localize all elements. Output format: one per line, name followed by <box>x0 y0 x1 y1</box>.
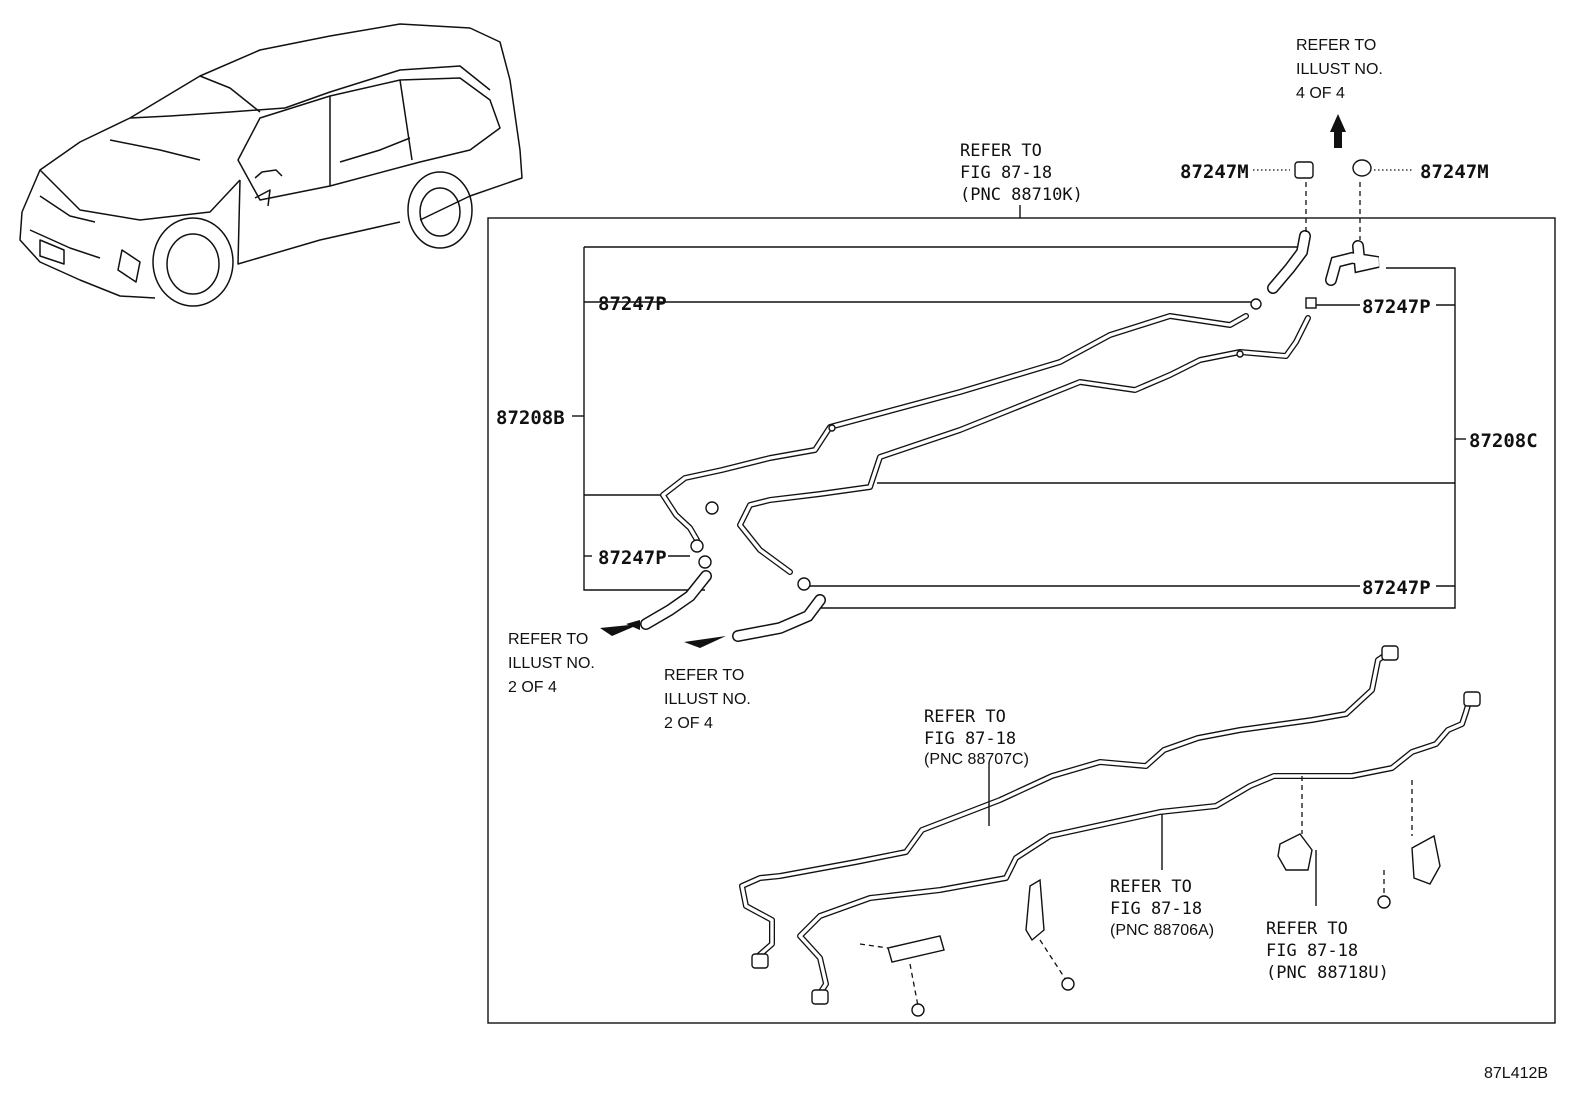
svg-text:REFER TO: REFER TO <box>1110 877 1192 897</box>
arrow-up-icon <box>1330 114 1346 148</box>
svg-text:2 OF 4: 2 OF 4 <box>508 679 557 696</box>
ref-left-2: REFER TO ILLUST NO. 2 OF 4 <box>664 667 751 732</box>
svg-text:FIG 87-18: FIG 87-18 <box>1266 941 1358 961</box>
ref-bottom-3: REFER TO FIG 87-18 (PNC 88718U) <box>1266 919 1389 983</box>
diagram-frame <box>487 217 1556 1024</box>
callout-87208b: 87208B <box>496 407 565 429</box>
lower-pipe-assembly <box>739 645 1481 1017</box>
svg-text:REFER TO: REFER TO <box>1266 919 1348 939</box>
ref-left-1: REFER TO ILLUST NO. 2 OF 4 <box>508 631 595 696</box>
svg-text:ILLUST NO.: ILLUST NO. <box>508 655 595 672</box>
clamp-87247m <box>1253 159 1412 240</box>
svg-text:4 OF 4: 4 OF 4 <box>1296 85 1345 102</box>
svg-text:(PNC 88710K): (PNC 88710K) <box>960 185 1083 205</box>
upper-pipe-assembly <box>640 230 1380 642</box>
ref-top-center: REFER TO FIG 87-18 (PNC 88710K) <box>960 141 1083 205</box>
svg-text:FIG 87-18: FIG 87-18 <box>924 729 1016 749</box>
svg-text:(PNC 88707C): (PNC 88707C) <box>924 751 1029 768</box>
svg-text:(PNC 88718U): (PNC 88718U) <box>1266 963 1389 983</box>
svg-text:2 OF 4: 2 OF 4 <box>664 715 713 732</box>
vehicle-illustration <box>19 23 523 307</box>
ref-bottom-1: REFER TO FIG 87-18 (PNC 88707C) <box>924 707 1029 768</box>
callout-87208c: 87208C <box>1469 430 1538 452</box>
svg-text:(PNC 88706A): (PNC 88706A) <box>1110 922 1214 939</box>
callout-87247p-top-left: 87247P <box>598 293 667 315</box>
bracket-87208c <box>808 267 1466 609</box>
callout-87247p-mid-right: 87247P <box>1362 577 1431 599</box>
callout-87247m-right: 87247M <box>1420 161 1489 183</box>
svg-text:REFER TO: REFER TO <box>1296 37 1376 54</box>
arrow-left-icon <box>684 636 726 648</box>
svg-text:REFER TO: REFER TO <box>508 631 588 648</box>
illustration-code: 87L412B <box>1484 1065 1548 1082</box>
callout-87247p-top-right: 87247P <box>1362 296 1431 318</box>
svg-text:ILLUST NO.: ILLUST NO. <box>1296 61 1383 78</box>
arrow-left-icon <box>600 624 640 636</box>
svg-text:REFER TO: REFER TO <box>924 707 1006 727</box>
svg-text:FIG 87-18: FIG 87-18 <box>1110 899 1202 919</box>
ref-bottom-2: REFER TO FIG 87-18 (PNC 88706A) <box>1110 877 1214 939</box>
callout-87247p-mid-left: 87247P <box>598 547 667 569</box>
ref-top-right: REFER TO ILLUST NO. 4 OF 4 <box>1296 37 1383 102</box>
svg-text:REFER TO: REFER TO <box>664 667 744 684</box>
svg-text:REFER TO: REFER TO <box>960 141 1042 161</box>
svg-text:FIG 87-18: FIG 87-18 <box>960 163 1052 183</box>
svg-text:ILLUST NO.: ILLUST NO. <box>664 691 751 708</box>
bracket-87208b <box>572 246 1303 591</box>
callout-87247m-left: 87247M <box>1180 161 1249 183</box>
